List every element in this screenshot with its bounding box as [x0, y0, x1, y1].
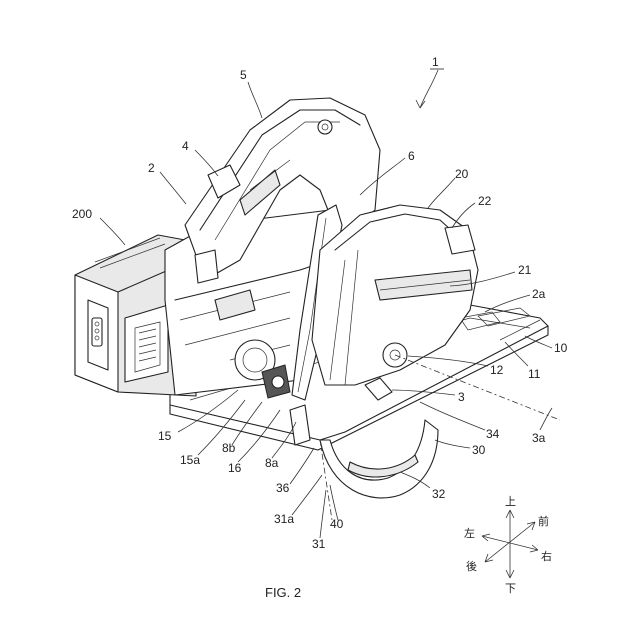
dir-up: 上 — [505, 495, 516, 508]
direction-indicator: 上 前 左 右 後 下 — [464, 495, 552, 595]
label-15: 15 — [158, 429, 172, 443]
label-22: 22 — [478, 194, 492, 208]
label-2: 2 — [148, 161, 155, 175]
label-8b: 8b — [222, 441, 236, 455]
label-5: 5 — [240, 68, 247, 82]
label-20: 20 — [455, 167, 469, 181]
label-6: 6 — [408, 149, 415, 163]
dir-down: 下 — [505, 582, 516, 595]
label-31: 31 — [312, 537, 326, 551]
handle-screw — [318, 120, 332, 134]
label-2a: 2a — [532, 287, 546, 301]
label-11: 11 — [528, 367, 541, 381]
label-10: 10 — [554, 341, 568, 355]
label-40: 40 — [330, 517, 344, 531]
dir-left: 左 — [464, 527, 475, 540]
label-3: 3 — [458, 390, 465, 404]
label-4: 4 — [182, 139, 189, 153]
label-34: 34 — [486, 427, 500, 441]
label-21: 21 — [518, 263, 532, 277]
label-1: 1 — [432, 55, 439, 69]
label-15a: 15a — [180, 453, 200, 467]
label-30: 30 — [472, 443, 486, 457]
label-200: 200 — [72, 207, 92, 221]
label-8a: 8a — [265, 456, 279, 470]
label-3a: 3a — [532, 431, 546, 445]
figure-caption: FIG. 2 — [265, 585, 301, 600]
dir-front: 前 — [538, 514, 549, 528]
dir-right: 右 — [541, 549, 552, 563]
label-16: 16 — [228, 461, 242, 475]
label-12: 12 — [490, 363, 504, 377]
dir-back: 後 — [466, 559, 477, 573]
label-31a: 31a — [274, 512, 294, 526]
label-36: 36 — [276, 481, 290, 495]
label-32: 32 — [432, 487, 446, 501]
